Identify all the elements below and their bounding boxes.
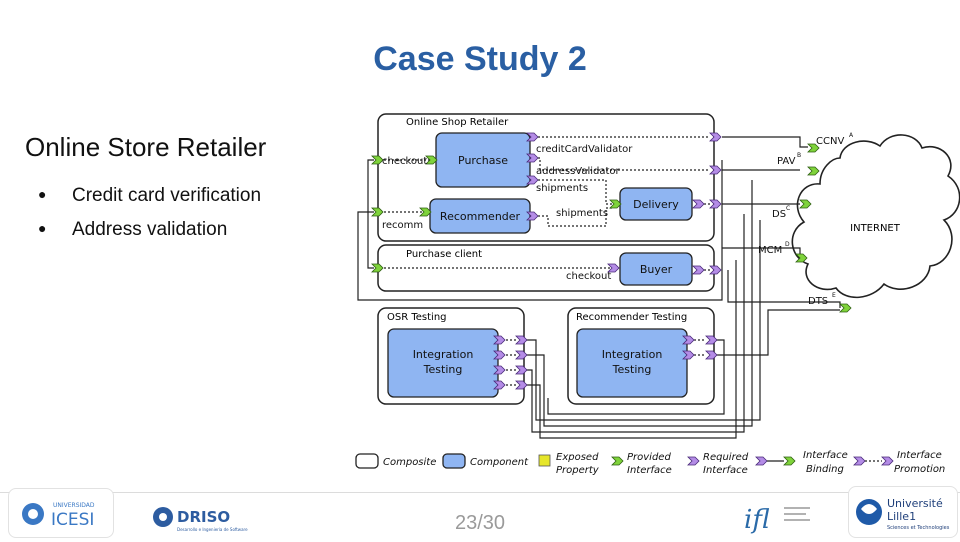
purchase-client-label: Purchase client xyxy=(406,249,482,260)
legend-required-2: Interface xyxy=(703,465,748,476)
integration-testing-1-line2: Testing xyxy=(423,363,463,376)
credit-card-validator-label: creditCardValidator xyxy=(536,144,633,155)
bullet-list: Credit card verification Address validat… xyxy=(38,185,261,253)
delivery-label: Delivery xyxy=(633,198,679,211)
lille-text-1: Université xyxy=(887,497,943,510)
ifl-logo: ifl xyxy=(740,496,820,536)
purchase-label: Purchase xyxy=(458,154,508,167)
legend-composite: Composite xyxy=(383,457,436,468)
integration-testing-2-line2: Testing xyxy=(612,363,652,376)
buyer-label: Buyer xyxy=(640,263,673,276)
checkout-label: checkout xyxy=(382,156,427,167)
legend-binding-1: Interface xyxy=(803,450,848,461)
dts-label: DTS xyxy=(808,296,828,307)
legend-provided-1: Provided xyxy=(627,452,671,463)
icesi-top-text: UNIVERSIDAD xyxy=(53,502,95,509)
mcm-label: MCM xyxy=(758,245,782,256)
component-recommender xyxy=(429,198,531,234)
bullet-item: Address validation xyxy=(38,219,261,253)
legend-promotion-2: Promotion xyxy=(894,464,945,475)
slide-subtitle: Online Store Retailer xyxy=(25,132,267,162)
ccnv-label: CCNV xyxy=(816,136,844,147)
icesi-emblem-icon: UNIVERSIDAD ICESI xyxy=(22,502,95,530)
legend-exposed-swatch xyxy=(538,454,551,467)
pav-sup: B xyxy=(797,152,801,159)
ds-sup: C xyxy=(786,205,790,212)
lille-text-3: Sciences et Technologies xyxy=(887,525,950,531)
osr-testing-label: OSR Testing xyxy=(387,312,447,323)
ds-label: DS xyxy=(772,209,786,220)
driso-emblem-icon: DRISO Desarrollo e Ingeniería de Softwar… xyxy=(153,507,248,532)
lille-logo: Université Lille1 Sciences et Technologi… xyxy=(848,486,958,538)
address-validator-label: addressValidator xyxy=(536,166,621,177)
legend-provided-2: Interface xyxy=(627,465,672,476)
ccnv-sup: A xyxy=(849,132,854,139)
shipments-label-1: shipments xyxy=(536,183,588,194)
component-integration-testing-1 xyxy=(387,328,499,398)
mcm-sup: D xyxy=(785,241,790,248)
slide-title: Case Study 2 xyxy=(373,40,587,78)
page-number: 23/30 xyxy=(454,512,506,534)
legend-exposed-2: Property xyxy=(556,465,600,476)
legend-required-1: Required xyxy=(703,452,749,463)
integration-testing-2-line1: Integration xyxy=(602,348,663,361)
recommender-label: Recommender xyxy=(440,210,521,223)
legend-binding-2: Binding xyxy=(806,464,844,475)
legend-component: Component xyxy=(470,457,529,468)
legend-promotion-1: Interface xyxy=(897,450,942,461)
legend-composite-swatch xyxy=(355,453,379,469)
pav-label: PAV xyxy=(777,156,796,167)
legend-exposed-1: Exposed xyxy=(556,452,599,463)
driso-logo: DRISO Desarrollo e Ingeniería de Softwar… xyxy=(150,500,250,536)
driso-text: DRISO xyxy=(177,508,230,526)
icesi-text: ICESI xyxy=(51,510,94,530)
dts-sup: E xyxy=(832,292,836,299)
shipments-label-2: shipments xyxy=(556,208,608,219)
driso-sub-text: Desarrollo e Ingeniería de Software xyxy=(177,527,248,532)
component-buyer xyxy=(619,252,693,286)
lille-emblem-icon: Université Lille1 Sciences et Technologi… xyxy=(856,497,950,531)
internet-label: INTERNET xyxy=(850,223,901,234)
internet-cloud: INTERNET xyxy=(791,134,960,299)
composite-online-shop xyxy=(377,113,715,242)
legend-component-swatch xyxy=(442,453,466,469)
checkout-label-2: checkout xyxy=(566,271,611,282)
integration-testing-1-line1: Integration xyxy=(413,348,474,361)
footer xyxy=(0,492,960,541)
recommender-testing-label: Recommender Testing xyxy=(576,312,687,323)
component-integration-testing-2 xyxy=(576,328,688,398)
ifl-emblem-icon: ifl xyxy=(744,505,810,535)
online-shop-label: Online Shop Retailer xyxy=(406,117,509,128)
icesi-logo: UNIVERSIDAD ICESI xyxy=(8,488,114,538)
recomm-label: recomm xyxy=(382,220,423,231)
legend: Composite Component Exposed Property Pro… xyxy=(355,450,945,476)
ifl-text: ifl xyxy=(744,505,770,535)
lille-text-2: Lille1 xyxy=(887,510,916,523)
bullet-item: Credit card verification xyxy=(38,185,261,219)
